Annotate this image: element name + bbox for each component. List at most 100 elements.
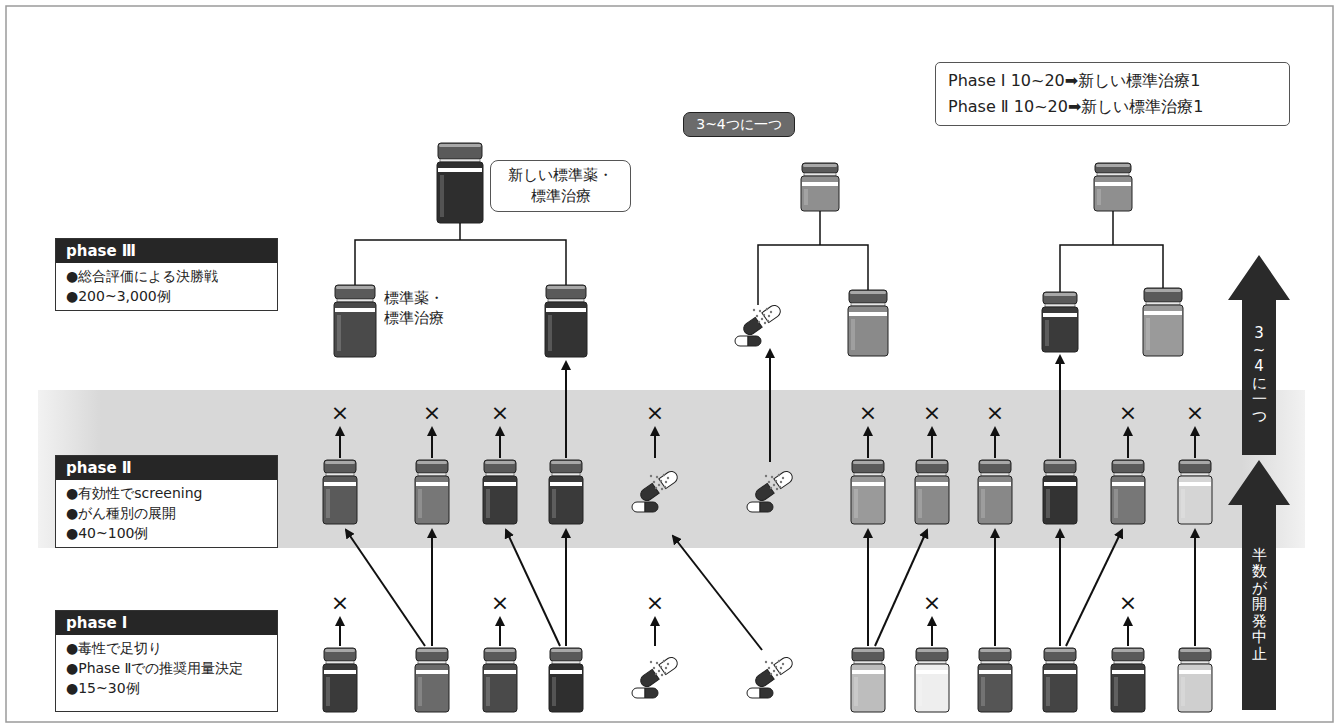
bottle-shine xyxy=(418,489,422,518)
bottle-body xyxy=(1111,664,1145,712)
bottle-icon xyxy=(549,648,583,712)
powder-dot xyxy=(665,481,667,483)
powder-dot xyxy=(765,475,767,477)
tree-line xyxy=(819,211,821,245)
capsule-half xyxy=(632,502,645,512)
cap-rim xyxy=(1045,461,1075,464)
phase-heading: phase Ⅲ xyxy=(66,241,136,261)
capsule-open xyxy=(741,303,782,337)
flow-arrow xyxy=(769,350,771,462)
bottle-shine xyxy=(1046,677,1050,706)
stop-mark: × xyxy=(1183,402,1207,424)
bottle-icon xyxy=(978,460,1012,524)
bullet-text: ●15~30例 xyxy=(66,678,140,698)
phase-bullets: ●総合評価による決勝戦●200~3,000例 xyxy=(56,263,277,310)
bottle-cap xyxy=(324,648,356,661)
flow-arrow xyxy=(673,536,762,650)
flow-arrow xyxy=(1066,530,1122,646)
powder-dot xyxy=(658,484,660,486)
powder-dot xyxy=(771,476,773,478)
capsule-half xyxy=(659,469,680,489)
bottle-icon xyxy=(851,460,885,524)
flow-arrow xyxy=(499,428,501,458)
bottle-icon xyxy=(1042,292,1078,352)
cap-rim xyxy=(1096,164,1130,167)
powder-dot xyxy=(776,488,778,490)
bottle-shine xyxy=(1097,189,1101,205)
cap-rim xyxy=(1180,461,1210,464)
bottle-label xyxy=(550,670,582,674)
flow-arrow xyxy=(565,530,567,646)
bottle-cap xyxy=(849,290,887,303)
powder-dot xyxy=(663,474,665,476)
flow-arrow xyxy=(339,428,341,458)
callout-box: 新しい標準薬・ 標準治療 xyxy=(490,160,631,212)
bottle-label xyxy=(335,308,375,312)
attrition-arrow: 半数が開発中止 xyxy=(1228,460,1290,710)
bottle-body xyxy=(437,162,483,223)
bottle-icon xyxy=(483,648,517,712)
bottle-cap xyxy=(1112,460,1144,473)
bottle-shine xyxy=(552,489,556,518)
bottle-label xyxy=(324,482,356,486)
stop-mark: × xyxy=(920,592,944,614)
bottle-shine xyxy=(486,677,490,706)
phase-header-bar: phase Ⅱ xyxy=(56,456,277,480)
bottle-body xyxy=(1143,305,1183,356)
stop-mark: × xyxy=(420,402,444,424)
cap-rim xyxy=(917,461,947,464)
bottle-shine xyxy=(981,489,985,518)
bottle-body xyxy=(549,664,583,712)
bottle-cap xyxy=(484,460,516,473)
bottle-icon xyxy=(1111,648,1145,712)
tree-line xyxy=(758,245,868,305)
cap-rim xyxy=(1180,649,1210,652)
powder-dot xyxy=(653,667,655,669)
bottle-body xyxy=(549,476,583,524)
capsule-half xyxy=(735,336,748,346)
bottle-label xyxy=(852,482,884,486)
bottle-label xyxy=(484,670,516,674)
flow-arrow xyxy=(1194,428,1196,458)
bottle-body xyxy=(978,664,1012,712)
bottle-icon xyxy=(323,648,357,712)
bottle-label xyxy=(1144,311,1182,315)
cap-rim xyxy=(547,286,585,289)
bottle-shine xyxy=(548,315,552,351)
bottle-cap xyxy=(550,460,582,473)
powder-dot xyxy=(663,660,665,662)
bottle-cap xyxy=(916,460,948,473)
capsule-open xyxy=(753,655,794,689)
stop-mark: × xyxy=(643,402,667,424)
bottle-label xyxy=(1179,670,1211,674)
bottle-label xyxy=(1179,482,1211,486)
flow-arrow xyxy=(431,428,433,458)
powder-dot xyxy=(661,488,663,490)
capsule-open xyxy=(753,469,794,503)
powder-dot xyxy=(756,315,758,317)
bottle-shine xyxy=(918,677,922,706)
cap-rim xyxy=(853,461,883,464)
powder-dot xyxy=(779,672,781,674)
frame xyxy=(6,6,1333,722)
powder-dot xyxy=(779,486,781,488)
powder-dot xyxy=(661,674,663,676)
bottle-label xyxy=(324,670,356,674)
bottle-body xyxy=(323,476,357,524)
bottle-body xyxy=(1043,476,1077,524)
bottle-label xyxy=(1112,482,1144,486)
powder-dot xyxy=(766,308,768,310)
capsule-closed xyxy=(735,336,761,346)
bottle-cap xyxy=(1179,460,1211,473)
bottle-label xyxy=(416,482,448,486)
bottle-label xyxy=(916,670,948,674)
capsule-half xyxy=(774,655,795,675)
powder-dot xyxy=(660,480,662,482)
bottle-label xyxy=(802,182,838,186)
powder-dot xyxy=(650,661,652,663)
powder-dot xyxy=(773,484,775,486)
powder-dot xyxy=(780,667,782,669)
bottle-label xyxy=(852,670,884,674)
arrow-body xyxy=(1228,255,1290,455)
bottle-icon xyxy=(483,460,517,524)
